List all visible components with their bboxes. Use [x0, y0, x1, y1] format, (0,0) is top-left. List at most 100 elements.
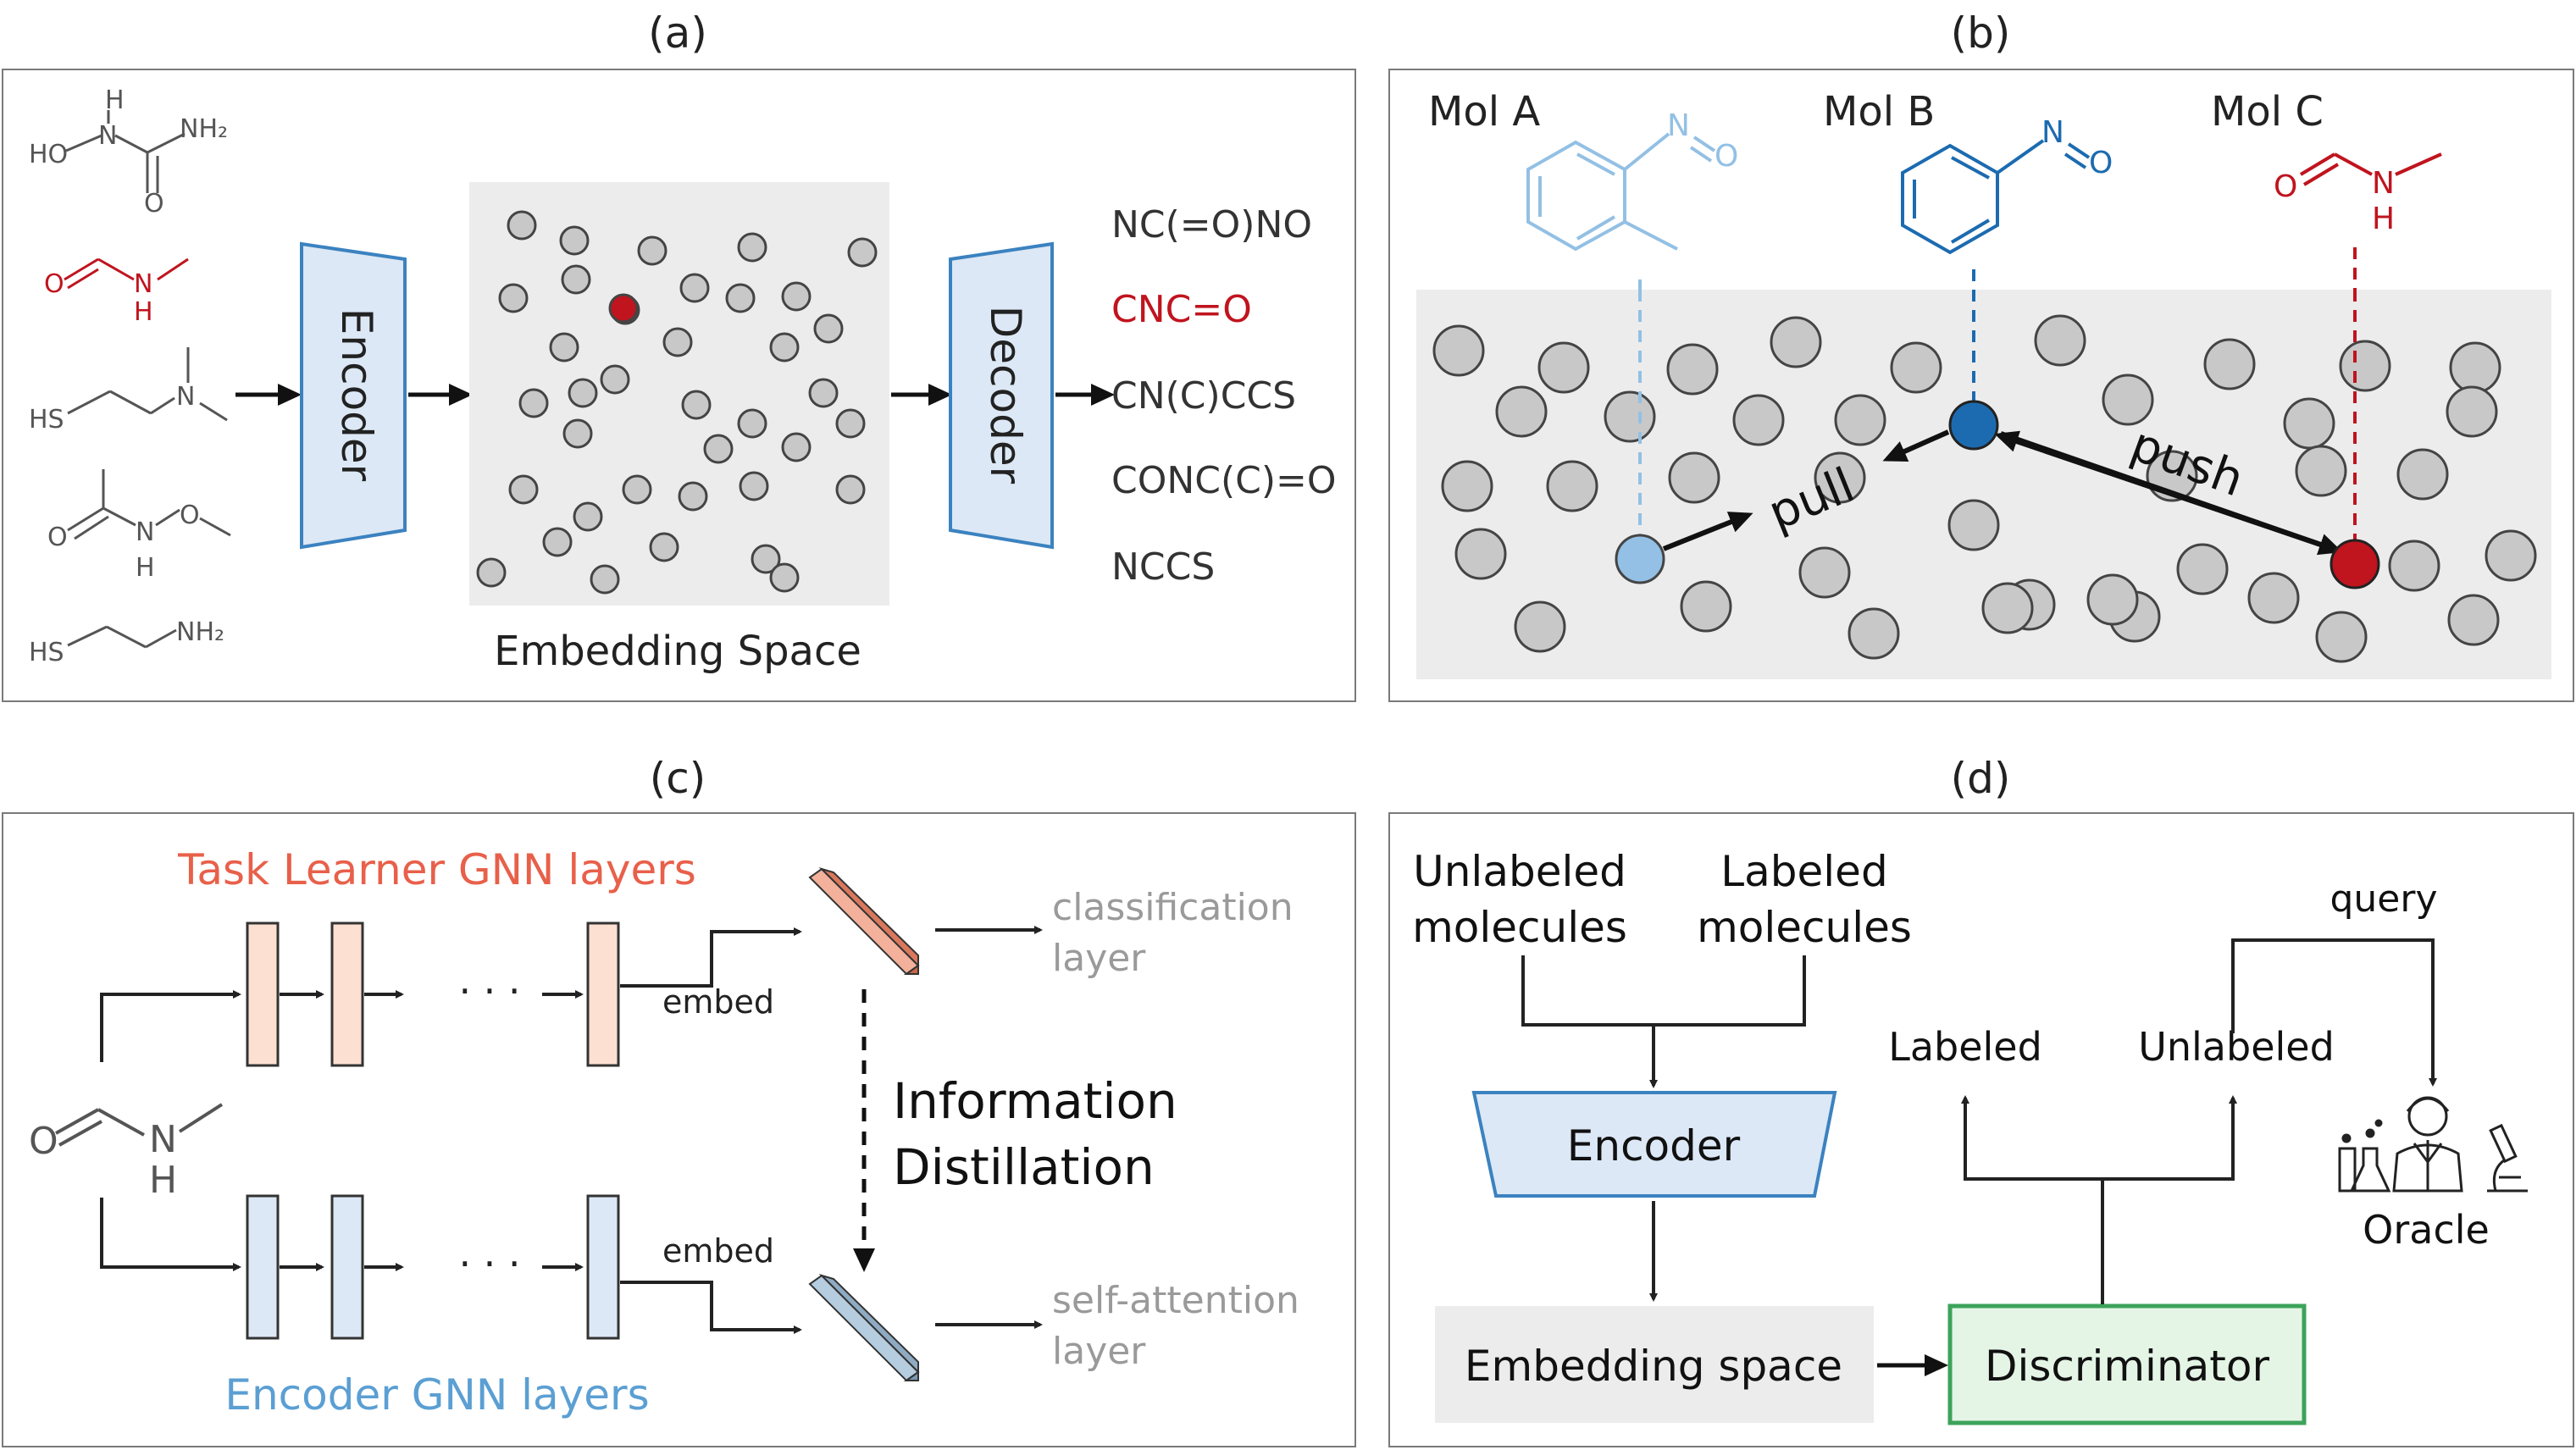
- embed-label-top: embed: [662, 983, 774, 1021]
- embedding-node: [1666, 343, 1719, 396]
- mol-a-embedding-node: [1615, 534, 1665, 584]
- decoded-smiles-list: NC(=O)NO CNC=O CN(C)CCS CONC(C)=O NCCS: [1111, 203, 1337, 589]
- svg-text:N: N: [134, 269, 152, 299]
- embedding-node: [562, 418, 593, 449]
- embedding-node: [518, 388, 549, 418]
- molecule-input-c: [55, 1103, 224, 1147]
- molecule-mol-b-atoms: N O: [2041, 115, 2113, 180]
- embedding-node: [498, 283, 529, 313]
- embedding-node: [2315, 611, 2368, 663]
- molecule-cysteamine: [67, 625, 177, 649]
- panel-c-label: (c): [650, 754, 706, 803]
- distillation-label-1: Information: [893, 1072, 1177, 1130]
- embedding-node: [1814, 451, 1866, 504]
- embedding-node: [508, 474, 539, 505]
- molecule-mol-c: [2299, 152, 2442, 186]
- embedding-node: [649, 532, 679, 562]
- microscope-icon: [2487, 1123, 2528, 1193]
- embedding-node: [637, 235, 668, 266]
- svg-text:N: N: [1667, 108, 1690, 143]
- push-arrow-left: [1994, 430, 2339, 553]
- unlabeled-molecules-label-1: Unlabeled: [1413, 847, 1626, 896]
- classification-layer-label-2: layer: [1052, 937, 1146, 980]
- embedding-node: [1432, 324, 1485, 377]
- encoder-label-d: Encoder: [1567, 1121, 1741, 1171]
- molecule-mol-c-atoms: O N H: [2274, 166, 2395, 236]
- embedding-node: [600, 364, 630, 395]
- decoder-label-a: Decoder: [981, 306, 1030, 484]
- oracle-scientist-icon: [2392, 1096, 2463, 1193]
- embedding-node: [1834, 394, 1886, 446]
- encoder-embedding-bar: [808, 1273, 920, 1382]
- embedding-node: [1546, 460, 1598, 512]
- embedding-node: [739, 471, 769, 501]
- embedding-space-d: [1435, 1306, 1874, 1423]
- embedding-node: [2396, 448, 2449, 501]
- molecule-hydroxyurea-atoms: H N HO O NH₂: [29, 86, 228, 219]
- embedding-node: [737, 232, 767, 263]
- svg-text:H: H: [136, 553, 155, 583]
- distillation-label-2: Distillation: [893, 1138, 1155, 1196]
- encoder-block-d: Encoder: [1471, 1091, 1837, 1198]
- molecule-n-methylformamide: [64, 257, 189, 290]
- svg-text:HS: HS: [29, 638, 64, 667]
- input-to-encoder-path: [100, 1198, 241, 1271]
- encoder-label-a: Encoder: [332, 308, 381, 482]
- embedding-node: [590, 564, 620, 595]
- pull-arrow-b: [1882, 429, 1950, 462]
- embedding-node: [507, 210, 537, 241]
- embedding-node: [1514, 600, 1566, 653]
- embedding-node: [2485, 529, 2537, 582]
- svg-text:O: O: [2274, 169, 2297, 204]
- svg-text:N: N: [149, 1118, 177, 1161]
- smiles-output: CONC(C)=O: [1111, 459, 1337, 502]
- svg-text:O: O: [29, 1120, 58, 1163]
- embedding-node: [1441, 460, 1493, 512]
- embedding-node: [725, 283, 756, 313]
- panel-a-label: (a): [648, 8, 707, 58]
- task-layer-ellipsis: · · ·: [458, 968, 520, 1014]
- embedding-node: [1604, 390, 1656, 443]
- embedding-node: [2447, 594, 2500, 646]
- molecule-n-methylformamide-atoms: O N H: [44, 269, 153, 327]
- embedding-node: [549, 332, 579, 362]
- embedding-node: [737, 408, 767, 439]
- lab-beaker-icon: [2338, 1119, 2391, 1193]
- svg-text:HS: HS: [29, 405, 64, 434]
- embedding-node: [2102, 374, 2154, 426]
- embedding-space-label: Embedding Space: [494, 628, 861, 675]
- embedding-node: [1947, 499, 2000, 551]
- pull-arrow-a: [1662, 512, 1753, 551]
- svg-text:H: H: [105, 86, 125, 115]
- molecule-methoxyacetamide: [67, 469, 231, 540]
- embedding-node: [703, 434, 734, 464]
- embedding-node: [2446, 385, 2498, 438]
- mol-b-label: Mol B: [1823, 88, 1935, 136]
- task-learner-title: Task Learner GNN layers: [177, 845, 696, 894]
- smiles-output: NCCS: [1111, 545, 1215, 589]
- embedding-node: [1848, 607, 1900, 660]
- self-attention-layer-label-1: self-attention: [1052, 1279, 1299, 1322]
- svg-text:N: N: [2372, 166, 2395, 201]
- panel-b-label: (b): [1951, 8, 2011, 58]
- svg-text:O: O: [2089, 146, 2113, 180]
- input-to-task-path: [100, 990, 241, 1062]
- merge-connector: [1521, 955, 1806, 1027]
- embedding-nodes-b: [1432, 314, 2537, 663]
- unlabeled-output-label: Unlabeled: [2138, 1024, 2335, 1070]
- embedding-node: [561, 264, 591, 295]
- embedding-node: [2449, 341, 2501, 394]
- mol-c-embedding-node: [2329, 539, 2380, 589]
- encoder-gnn-layers: · · ·: [246, 1194, 620, 1340]
- embedding-node: [2388, 540, 2440, 592]
- embedding-node: [835, 474, 866, 505]
- embedding-node: [847, 237, 878, 268]
- panel-b-frame: [1388, 69, 2574, 702]
- embedding-node: [678, 481, 708, 512]
- task-learner-layers: · · ·: [246, 921, 620, 1067]
- decoder-block-a: Decoder: [949, 241, 1054, 550]
- panel-d-label: (d): [1951, 754, 2011, 803]
- svg-text:N: N: [98, 121, 117, 151]
- svg-text:H: H: [134, 297, 153, 327]
- molecule-mol-b: [1901, 139, 2091, 255]
